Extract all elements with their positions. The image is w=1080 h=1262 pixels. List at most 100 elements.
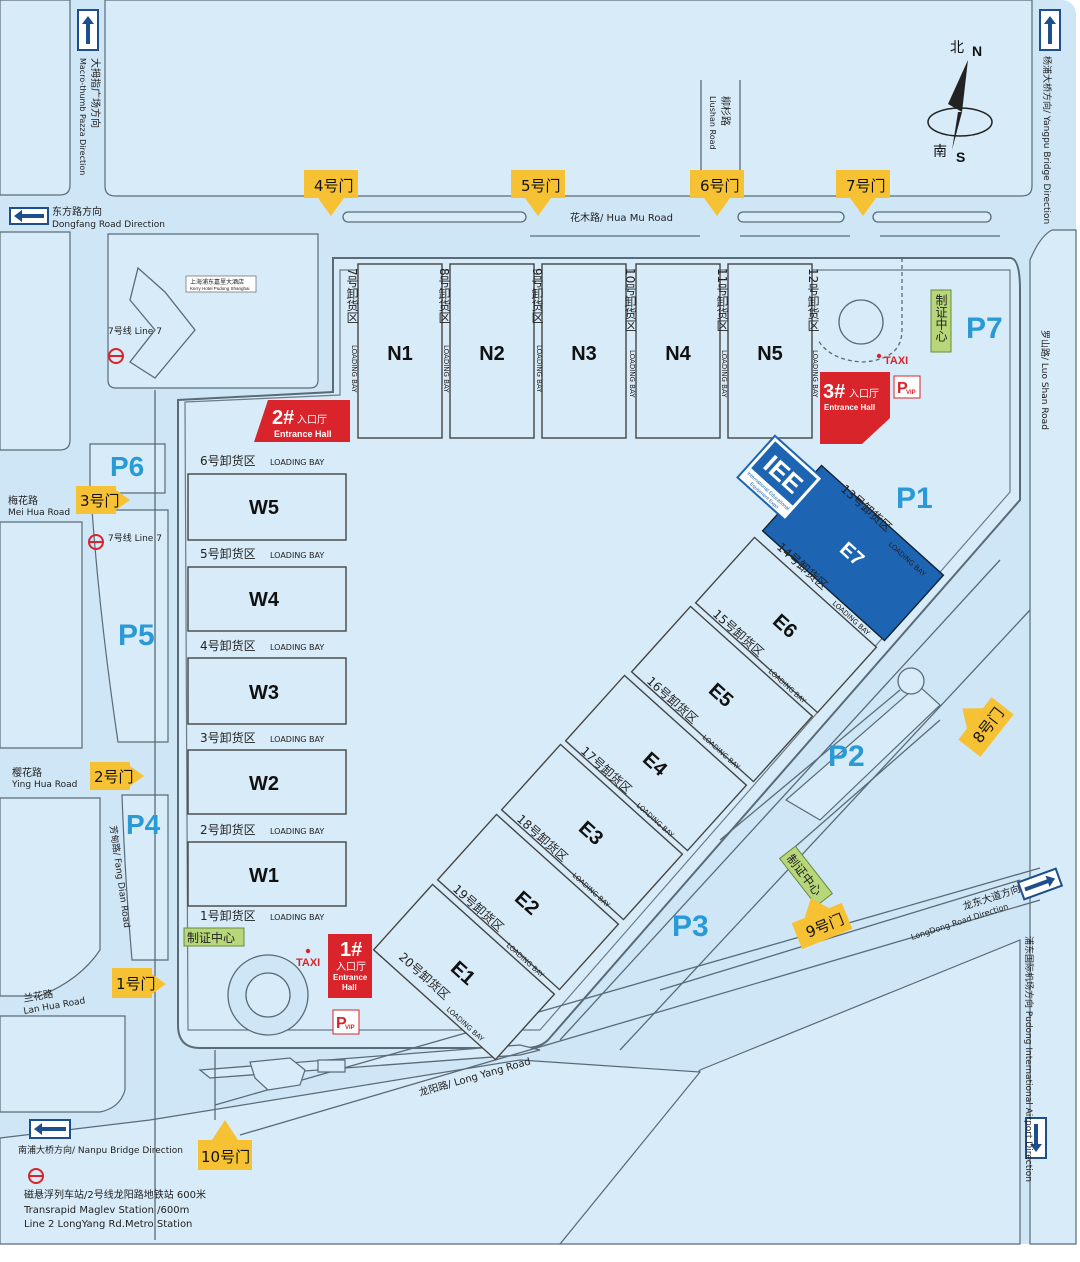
hall-n3: N3 — [541, 263, 627, 439]
loading-bay-en: LOADING BAY — [270, 458, 324, 467]
gate-label: 7号门 — [846, 177, 886, 195]
loading-bay-label: 9号卸货区 — [530, 268, 544, 324]
compass-north-cn: 北 — [950, 40, 964, 56]
gate-label: 2号门 — [94, 768, 134, 786]
hotel-outline — [129, 266, 196, 379]
vip-parking-south: P VIP — [332, 1009, 360, 1035]
hotel-name-cn: 上海浦东嘉里大酒店 — [190, 278, 244, 286]
arrow-left-icon — [9, 207, 49, 225]
gate-6[interactable]: 6号门 — [690, 170, 744, 216]
gate-1[interactable]: 1号门 — [112, 968, 166, 998]
hall-e7: E7 — [761, 464, 945, 642]
macro-thumb-label-cn: 大拇指广场方向 — [89, 58, 102, 128]
hall-e1: E1 — [372, 883, 556, 1061]
parking-p7: P7 — [966, 312, 1003, 345]
hall-e2: E2 — [436, 813, 620, 991]
cert-center-west: 制证中心 — [183, 927, 245, 947]
loading-bay-label: 6号卸货区 — [200, 453, 256, 468]
vip-text: VIP — [345, 1025, 355, 1031]
entrance-hall-1[interactable]: 1# 入口厅 Entrance Hall — [328, 934, 372, 998]
hall-label: W2 — [249, 773, 279, 795]
pudong-airport-label: 浦东国际机场方向 Pudong International Airport Di… — [1023, 936, 1035, 1182]
east-halls: E7 E6 E5 E4 E3 E2 E1 — [372, 464, 945, 1061]
gate-label: 5号门 — [521, 177, 561, 195]
hall-w4: W4 — [187, 566, 347, 632]
block-top-center — [104, 0, 1033, 197]
metro-icon — [108, 348, 124, 364]
taxi-dot-south — [305, 948, 311, 954]
line2-en: Line 2 LongYang Rd.Metro Station — [24, 1219, 192, 1230]
gate-label: 1号门 — [116, 975, 156, 993]
block-top-left — [0, 0, 71, 196]
hall-label: W1 — [249, 865, 279, 887]
parking-p2: P2 — [828, 740, 865, 773]
p2-p3-lots — [784, 684, 941, 821]
gates: 4号门 5号门 6号门 7号门 3号门 2号门 — [76, 170, 1014, 1170]
hall-label: N4 — [665, 343, 691, 365]
gate-2[interactable]: 2号门 — [90, 762, 144, 790]
loading-bay-en: LOADING BAY — [270, 913, 324, 922]
yinghua-label-cn: 樱花路 — [12, 766, 42, 779]
gate-label: 10号门 — [201, 1148, 250, 1166]
gate-label: 6号门 — [700, 177, 740, 195]
hall-n5: N5 — [727, 263, 813, 439]
hall-w2: W2 — [187, 749, 347, 815]
vip-p: P — [897, 380, 908, 397]
north-halls: N1 N2 N3 N4 N5 — [357, 263, 813, 439]
arrow-down-icon — [1025, 1117, 1047, 1159]
hall-n4: N4 — [635, 263, 721, 439]
gate-8[interactable]: 8号门 — [946, 687, 1014, 757]
loading-bay-label: 5号卸货区 — [200, 546, 256, 561]
hall-label: W5 — [249, 497, 279, 519]
entrance-hall-3[interactable]: 3# 入口厅 Entrance Hall — [820, 372, 890, 444]
hall-w3: W3 — [187, 657, 347, 725]
loading-bay-en: LOADING BAY — [442, 345, 450, 393]
vip-p: P — [336, 1015, 347, 1032]
entrance-label-cn: 入口厅 — [336, 962, 366, 973]
hall-label: N3 — [571, 343, 597, 365]
taxi-label-south: TAXI — [296, 957, 320, 969]
parking-p6: P6 — [110, 451, 144, 482]
southwest-buildings — [249, 1057, 346, 1091]
parking-labels: P1 P2 P3 P4 P5 P6 P7 — [110, 312, 1003, 943]
parking-p1: P1 — [896, 482, 933, 515]
taxi-dot-north — [876, 353, 882, 359]
entrance-label-en: Entrance Hall — [824, 403, 875, 412]
gate-4[interactable]: 4号门 — [304, 170, 358, 216]
block-p4 — [121, 794, 169, 961]
hall-e5: E5 — [630, 605, 814, 783]
meihua-label-en: Mei Hua Road — [8, 508, 70, 518]
hall-n1: N1 — [357, 263, 443, 439]
loading-bay-label: 4号卸货区 — [200, 638, 256, 653]
entrance-number: 1# — [340, 939, 362, 961]
cert-center-label: 制证中心 — [187, 930, 235, 945]
parking-p5: P5 — [118, 619, 155, 652]
taxi-loop-north — [817, 257, 903, 363]
block-left-3 — [0, 797, 101, 997]
loading-bay-en: LOADING BAY — [270, 551, 324, 560]
entrance-hall-2[interactable]: 2# 入口厅 Entrance Hall — [254, 400, 350, 442]
hall-w1: W1 — [187, 841, 347, 907]
gate-10[interactable]: 10号门 — [198, 1120, 252, 1170]
block-left-4 — [0, 1015, 126, 1113]
gate-7[interactable]: 7号门 — [836, 170, 890, 216]
gate-3[interactable]: 3号门 — [76, 486, 130, 514]
loading-bay-label: 1号卸货区 — [200, 908, 256, 923]
loading-bay-label: 12号卸货区 — [806, 268, 820, 331]
macro-thumb-label-en: Macro-thumb Pazza Direction — [78, 58, 87, 175]
roundabout-east — [897, 667, 925, 695]
maglev-en: Transrapid Maglev Station /600m — [23, 1205, 189, 1216]
hall-e6: E6 — [694, 536, 878, 714]
compass-south-cn: 南 — [933, 144, 947, 160]
gate-5[interactable]: 5号门 — [511, 170, 565, 216]
gate-9[interactable]: 9号门 — [786, 888, 853, 950]
west-halls: W5 W4 W3 W2 W1 — [187, 473, 347, 907]
entrance-number: 3# — [823, 381, 845, 403]
venue-compound — [177, 257, 1021, 1049]
arrow-up-icon — [77, 9, 99, 51]
gate-label: 3号门 — [80, 492, 120, 510]
hall-label: N5 — [757, 343, 783, 365]
compass-north-en: N — [972, 43, 982, 59]
road-lines — [154, 80, 1041, 1240]
